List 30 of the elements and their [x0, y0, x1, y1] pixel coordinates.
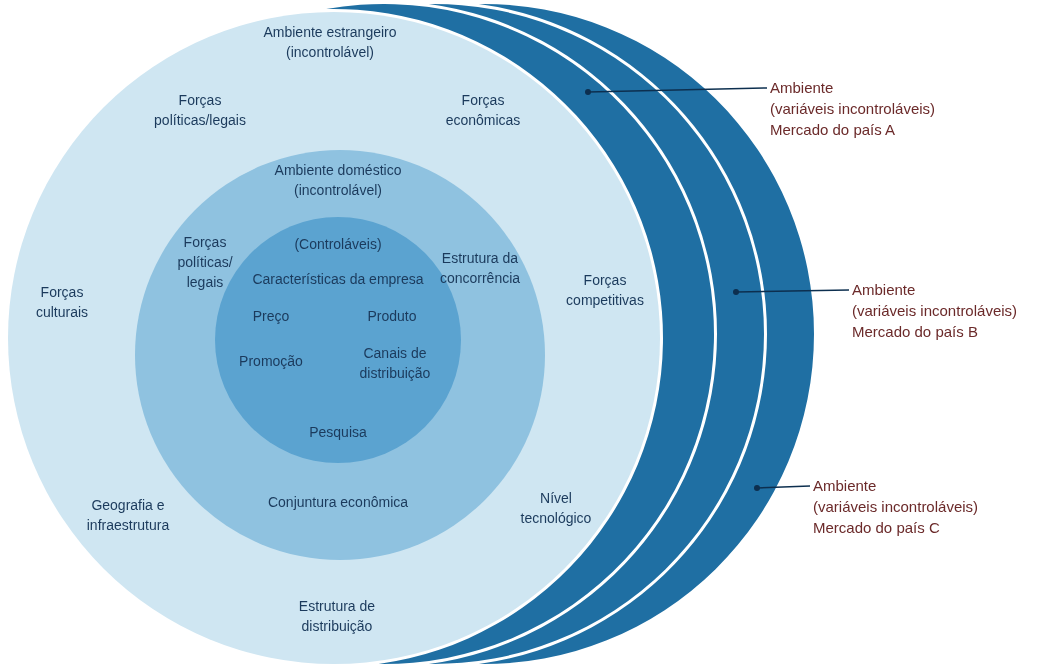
environment-label: Mercado do país A — [770, 120, 896, 140]
leader-line — [754, 485, 811, 491]
factor-label: Estrutura de distribuição — [297, 597, 377, 636]
factor-label: Conjuntura econômica — [266, 493, 410, 512]
ring-heading: Ambiente estrangeiro (incontrolável) — [262, 23, 398, 62]
factor-label: Forças econômicas — [444, 91, 522, 130]
environment-label: (variáveis incontroláveis) — [813, 497, 979, 517]
factor-label: (Controláveis) — [293, 235, 383, 254]
factor-label: Forças culturais — [34, 283, 90, 322]
leader-line — [585, 87, 768, 95]
factor-label: Produto — [366, 307, 418, 326]
factor-label: Preço — [251, 307, 291, 326]
environment-label: Mercado do país B — [852, 322, 978, 342]
ring-heading: Ambiente doméstico (incontrolável) — [273, 161, 403, 200]
environment-label: (variáveis incontroláveis) — [852, 301, 1018, 321]
factor-label: Canais de distribuição — [358, 344, 432, 383]
leader-line — [733, 289, 850, 295]
environment-label: Ambiente — [770, 78, 834, 98]
factor-label: Estrutura da concorrência — [438, 249, 522, 288]
factor-label: Nível tecnológico — [519, 489, 593, 528]
factor-label: Pesquisa — [308, 423, 368, 442]
factor-label: Forças competitivas — [565, 271, 645, 310]
factor-label: Geografia e infraestrutura — [85, 496, 171, 535]
environment-label: (variáveis incontroláveis) — [770, 99, 936, 119]
environment-label: Ambiente — [852, 280, 916, 300]
factor-label: Forças políticas/ legais — [176, 233, 234, 292]
factor-label: Forças políticas/legais — [153, 91, 247, 130]
factor-label: Promoção — [238, 352, 304, 371]
environment-label: Ambiente — [813, 476, 877, 496]
environment-label: Mercado do país C — [813, 518, 940, 538]
